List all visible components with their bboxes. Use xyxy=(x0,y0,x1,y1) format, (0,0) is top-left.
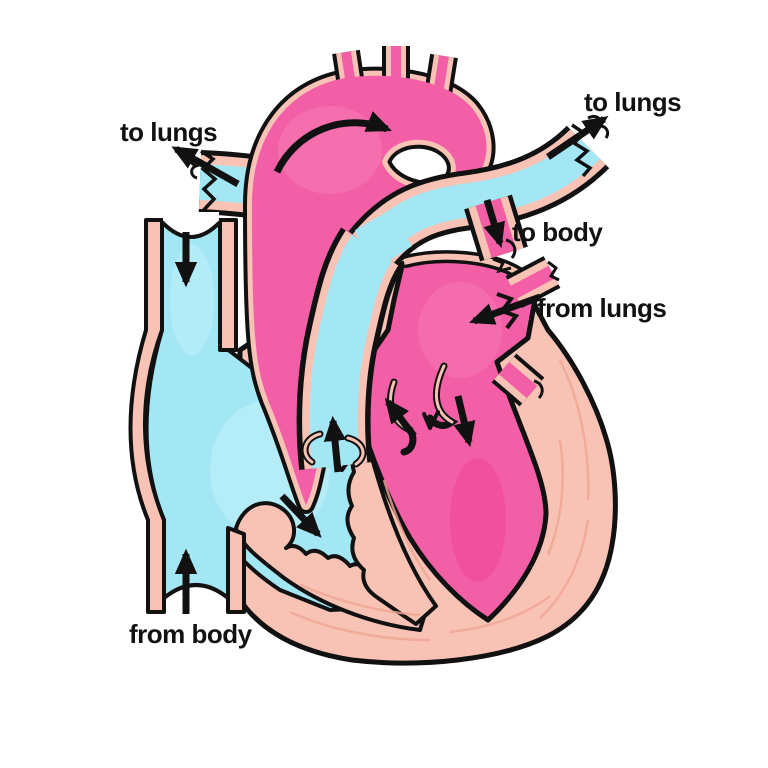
pulmonary-flow-arrow xyxy=(323,415,347,473)
ivc-right-wall xyxy=(226,526,246,614)
to-lungs-right-arrow xyxy=(546,116,609,160)
from-body-label: from body xyxy=(129,619,253,649)
tricuspid-flow-arrow xyxy=(279,493,322,538)
pulmonary-vein-stubs xyxy=(491,256,561,407)
svc-right-wall xyxy=(218,218,238,352)
to-body-label: to body xyxy=(512,217,603,247)
aortic-flow-arrow xyxy=(384,397,417,439)
labels: to lungs to lungs to body from lungs fro… xyxy=(120,87,682,649)
to-lungs-left-label: to lungs xyxy=(120,117,217,147)
to-body-arrow xyxy=(483,198,505,249)
mitral-flow-arrow xyxy=(453,395,476,448)
left-pulmonary-ragged-end xyxy=(199,149,218,215)
from-lungs-label: from lungs xyxy=(537,293,666,323)
aortic-arch-flow-arrow xyxy=(273,111,392,174)
wall-texture xyxy=(289,359,590,642)
svc-left-wall xyxy=(128,218,166,614)
to-lungs-left-arrow xyxy=(171,145,240,188)
to-lungs-right-label: to lungs xyxy=(584,87,681,117)
pulmonary-artery xyxy=(296,114,610,470)
septum xyxy=(345,420,438,626)
from-lungs-arrow xyxy=(469,293,542,325)
flow-arrows xyxy=(171,111,609,614)
superior-vena-cava xyxy=(128,212,238,614)
inferior-vena-cava xyxy=(226,526,246,614)
